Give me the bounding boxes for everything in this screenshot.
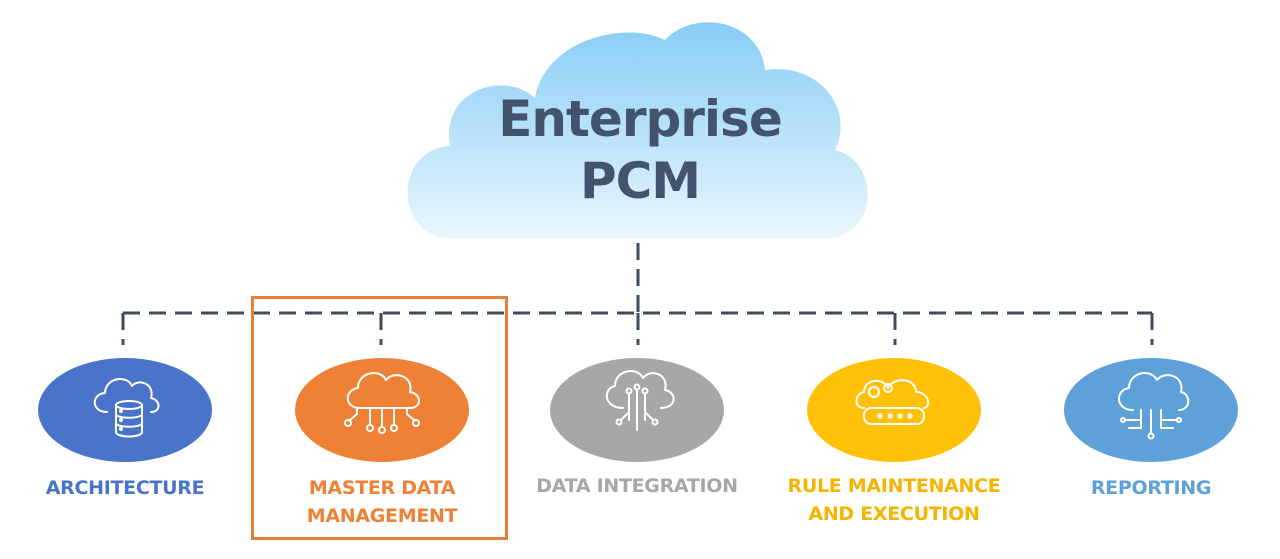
node-label-rule-maintenance: RULE MAINTENANCE AND EXECUTION	[769, 472, 1019, 528]
node-label-reporting: REPORTING	[1041, 474, 1261, 502]
node-label-master-data-line1: MASTER DATA	[308, 477, 456, 499]
node-rule-maintenance	[807, 358, 981, 462]
cloud-connect-icon	[1118, 372, 1190, 440]
node-label-rule-maintenance-line2: AND EXECUTION	[808, 503, 980, 525]
node-label-data-integration: DATA INTEGRATION	[517, 472, 757, 500]
cloud-server-icon	[855, 379, 930, 425]
node-label-master-data-line2: MANAGEMENT	[306, 505, 458, 527]
cloud-title-line2: PCM	[579, 152, 701, 210]
node-architecture	[38, 358, 212, 462]
node-label-reporting-line1: REPORTING	[1090, 477, 1212, 499]
cloud-title: Enterprise PCM	[440, 88, 840, 212]
cloud-title-line1: Enterprise	[498, 90, 782, 148]
node-label-rule-maintenance-line1: RULE MAINTENANCE	[787, 475, 1001, 497]
cloud-database-icon	[93, 377, 160, 438]
cloud-circuit-icon	[605, 370, 675, 431]
enterprise-pcm-cloud	[407, 22, 868, 239]
cloud-network-icon	[344, 372, 420, 434]
node-label-architecture-line1: ARCHITECTURE	[45, 477, 205, 499]
node-label-data-integration-line1: DATA INTEGRATION	[536, 475, 738, 497]
master-data-management-highlight	[251, 296, 508, 540]
node-label-architecture: ARCHITECTURE	[15, 474, 235, 502]
connector-lines	[121, 243, 1154, 345]
node-label-master-data-management: MASTER DATA MANAGEMENT	[262, 474, 502, 530]
